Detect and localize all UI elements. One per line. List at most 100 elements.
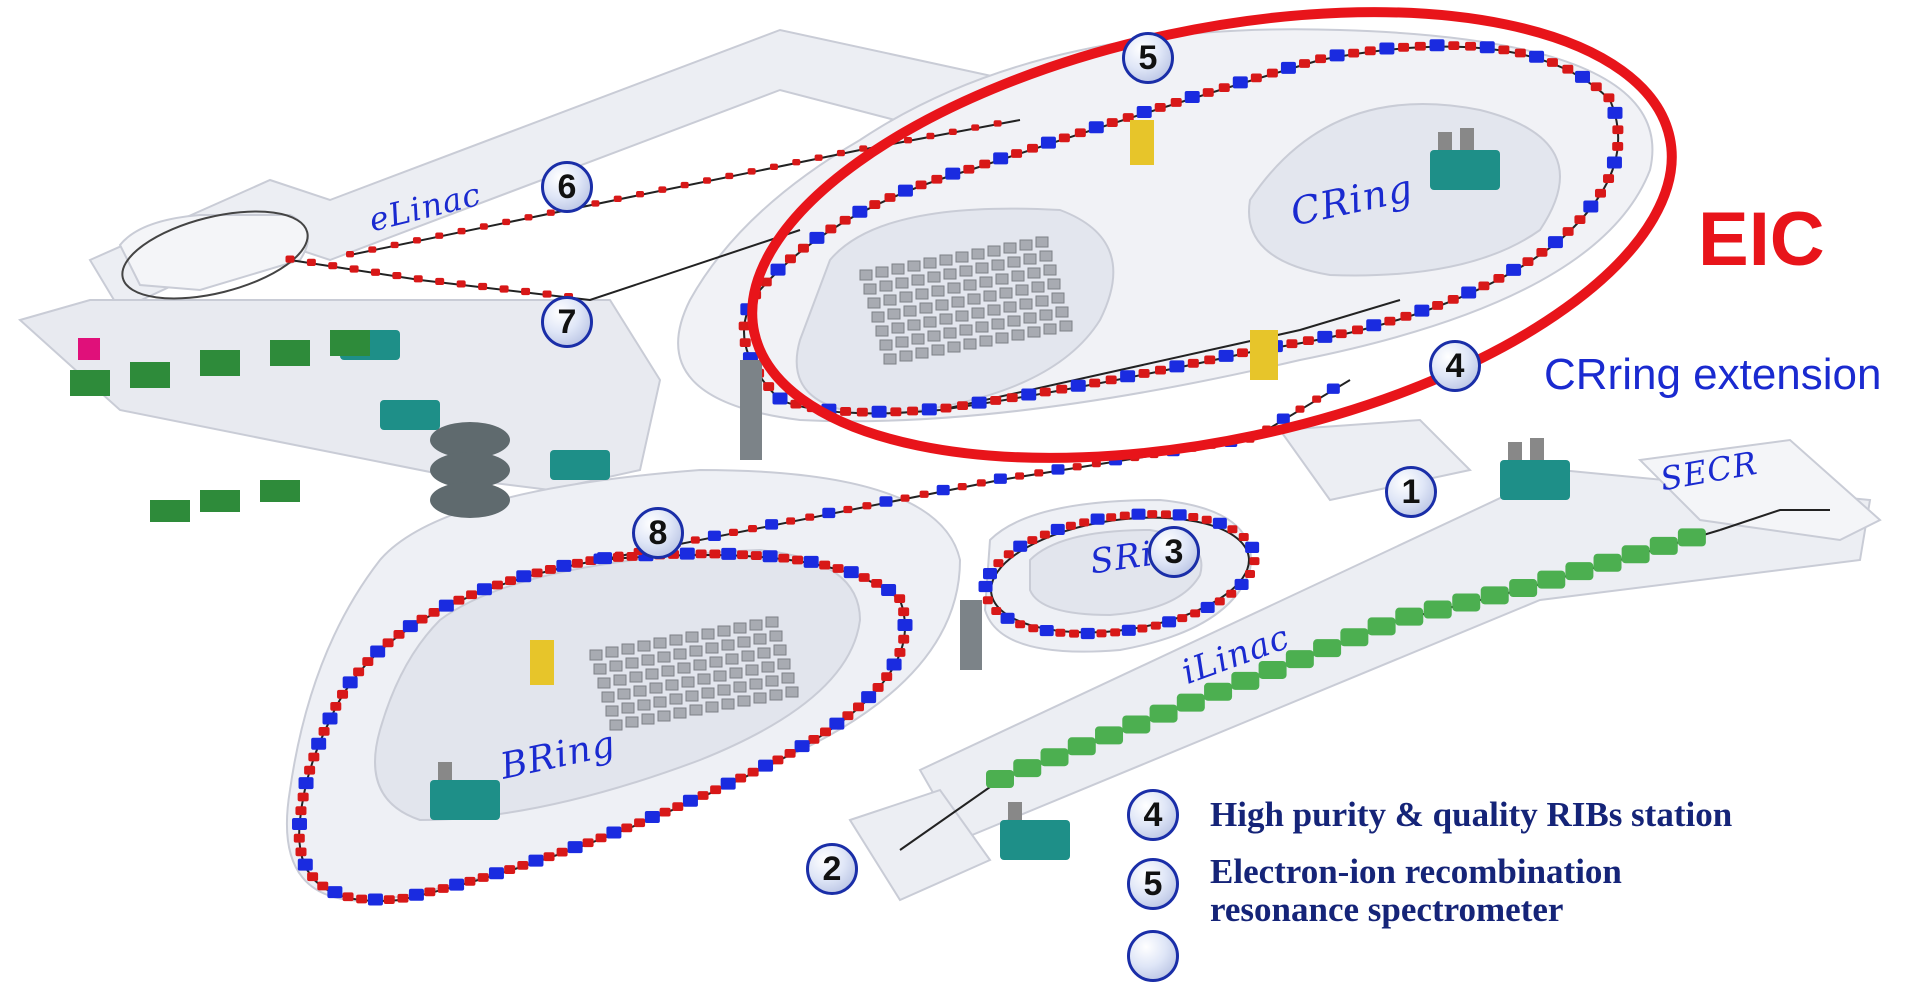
dipole-magnet: [843, 566, 859, 579]
linac-cavity: [1122, 715, 1151, 734]
dipole-magnet: [408, 888, 424, 901]
quadrupole-magnet: [1202, 88, 1214, 97]
quadrupole-magnet: [1122, 113, 1134, 122]
dipole-magnet: [809, 231, 825, 244]
rf-cavity-block: [863, 283, 877, 295]
quadrupole-magnet: [931, 174, 943, 184]
rf-cavity-block: [753, 633, 767, 645]
quadrupole-magnet: [1335, 329, 1347, 339]
dipole-magnet: [1607, 106, 1623, 119]
rf-cavity-block: [1019, 239, 1033, 251]
rf-cavity-block: [733, 681, 747, 693]
rf-cavity-block: [1019, 298, 1033, 310]
rf-cavity-block: [1023, 312, 1037, 324]
quadrupole-magnet: [318, 726, 330, 736]
quadrupole-magnet: [613, 195, 622, 203]
quadrupole-magnet: [778, 553, 790, 563]
quadrupole-magnet: [890, 407, 902, 417]
quadrupole-magnet: [435, 277, 445, 286]
dipole-magnet: [1529, 50, 1545, 63]
quadrupole-magnet: [1039, 387, 1051, 397]
quadrupole-magnet: [697, 791, 709, 800]
rf-cavity-block: [963, 279, 977, 291]
marker-1: 1: [1385, 466, 1437, 518]
rf-cavity-block: [1051, 292, 1065, 304]
quadrupole-magnet: [1056, 384, 1068, 394]
quadrupole-magnet: [1154, 365, 1166, 375]
rf-cavity-block: [709, 656, 723, 668]
rf-cavity-block: [597, 677, 611, 689]
quadrupole-magnet: [1138, 369, 1150, 378]
rf-cavity-block: [681, 676, 695, 688]
quadrupole-magnet: [1039, 530, 1050, 539]
quadrupole-magnet: [805, 513, 815, 521]
rf-cavity-block: [883, 353, 897, 365]
marker-3: 3: [1148, 526, 1200, 578]
legend-text-5: Electron-ion recombination resonance spe…: [1210, 852, 1622, 929]
quadrupole-magnet: [747, 168, 756, 175]
dipole-magnet: [993, 152, 1009, 165]
quadrupole-magnet: [1058, 133, 1070, 143]
linac-cavity: [1537, 570, 1566, 589]
rf-cavity-block: [721, 639, 735, 651]
rf-cavity-block: [947, 341, 961, 353]
quadrupole-magnet: [926, 132, 935, 140]
quadrupole-magnet: [1348, 48, 1360, 58]
rf-cavity-block: [907, 260, 921, 272]
quadrupole-magnet: [382, 638, 394, 648]
dipole-magnet: [861, 691, 877, 704]
rf-cavity-block: [1003, 242, 1017, 254]
quadrupole-magnet: [412, 237, 421, 244]
quadrupole-magnet: [1536, 247, 1548, 257]
dipole-magnet: [1506, 263, 1522, 276]
quadrupole-magnet: [1154, 103, 1166, 112]
dipole-magnet: [297, 858, 313, 871]
dipole-magnet: [327, 886, 343, 899]
dipole-magnet: [1200, 601, 1215, 614]
quadrupole-magnet: [1190, 609, 1201, 618]
dipole-magnet: [720, 777, 736, 790]
rf-cavity-block: [757, 647, 771, 659]
linac-cavity: [1040, 748, 1069, 767]
quadrupole-magnet: [993, 120, 1002, 127]
dipole-magnet: [1136, 106, 1152, 119]
quadrupole-magnet: [397, 893, 409, 903]
linac-cavity: [1258, 660, 1287, 679]
quadrupole-magnet: [919, 490, 929, 498]
rf-cavity-block: [637, 640, 651, 652]
rf-cavity-block: [1007, 315, 1021, 327]
rf-cavity-block: [999, 287, 1013, 299]
quadrupole-magnet: [1028, 624, 1039, 633]
rf-cavity-block: [1035, 295, 1049, 307]
rf-cavity-block: [689, 704, 703, 716]
rf-cavity-block: [1023, 253, 1037, 265]
dipole-magnet: [1218, 349, 1234, 362]
quadrupole-magnet: [1027, 536, 1038, 545]
quadrupole-magnet: [1612, 142, 1624, 151]
dipole-magnet: [682, 794, 698, 807]
quadrupole-magnet: [748, 524, 758, 533]
marker-8: 8: [632, 507, 684, 559]
rf-cavity-block: [1043, 264, 1057, 276]
quadrupole-magnet: [1493, 273, 1505, 283]
rf-cavity-block: [685, 631, 699, 643]
quadrupole-magnet: [839, 215, 851, 225]
quadrupole-magnet: [1106, 513, 1117, 522]
quadrupole-magnet: [784, 749, 796, 758]
dipole-magnet: [1172, 509, 1187, 521]
dipole-magnet: [1280, 61, 1296, 74]
rf-cavity-block: [903, 305, 917, 317]
rf-cavity-block: [781, 672, 795, 684]
rf-cavity-arrays: [589, 236, 1073, 731]
rf-cavity-block: [891, 322, 905, 334]
quadrupole-magnet: [1594, 188, 1606, 198]
quadrupole-magnet: [825, 224, 837, 234]
rf-cavity-block: [701, 687, 715, 699]
quadrupole-magnet: [505, 576, 517, 586]
quadrupole-magnet: [1590, 82, 1602, 92]
quadrupole-magnet: [792, 159, 801, 166]
rf-cavity-block: [773, 644, 787, 656]
rf-cavity-block: [939, 313, 953, 325]
quadrupole-magnet: [544, 565, 556, 574]
rf-cavity-block: [769, 630, 783, 642]
